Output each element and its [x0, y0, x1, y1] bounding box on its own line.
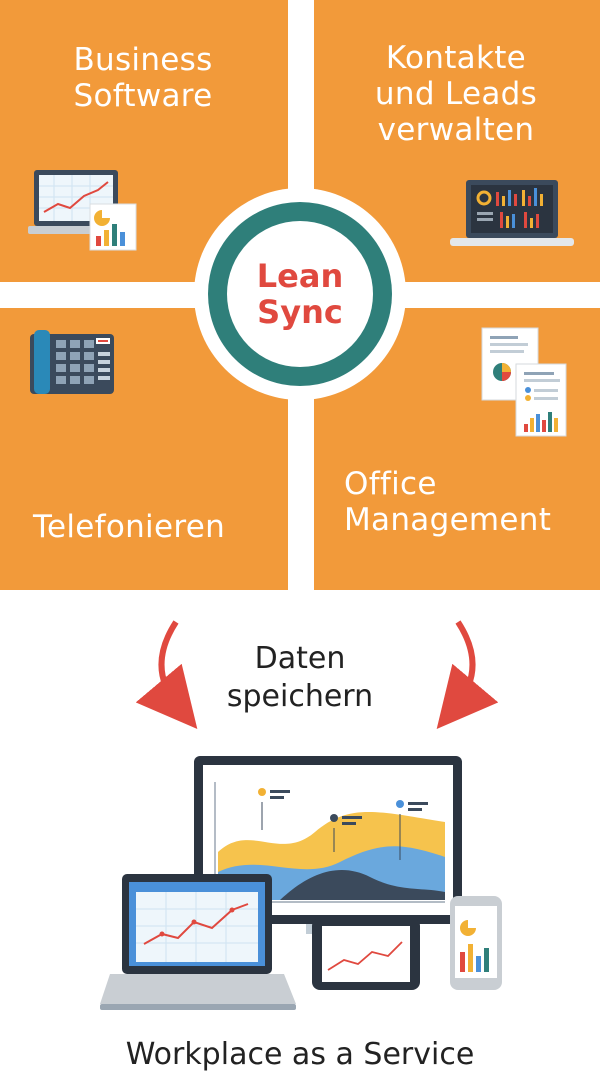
- label-kontakte-leads: Kontakte und Leads verwalten: [360, 40, 552, 148]
- label-line: speichern: [226, 679, 374, 714]
- footer-title: Workplace as a Service: [125, 1037, 475, 1072]
- label-telefonieren: Telefonieren: [33, 509, 225, 545]
- label-line: Office: [344, 466, 437, 502]
- label-line: Kontakte: [385, 40, 527, 76]
- dashboard-laptop-icon: [450, 180, 574, 246]
- label-line: Daten: [254, 641, 346, 676]
- desk-phone-icon: [30, 330, 114, 394]
- data-storage-label: Daten speichern: [200, 640, 400, 716]
- hub-label-line1: Lean: [256, 257, 344, 295]
- laptop-chart-icon: [28, 170, 137, 251]
- label-line: Management: [344, 502, 552, 538]
- reports-documents-icon: [481, 327, 567, 437]
- devices-illustration-icon: [100, 756, 502, 1010]
- hub-inner-circle: [227, 221, 373, 367]
- label-business-software: Business Software: [58, 42, 228, 114]
- label-office-management: Office Management: [344, 466, 551, 538]
- label-line: Business: [73, 42, 213, 78]
- label-line: Telefonieren: [33, 509, 226, 545]
- label-line: Software: [73, 78, 213, 114]
- arrow-right: [436, 620, 499, 729]
- label-line: und Leads: [374, 76, 538, 112]
- hub-label-line2: Sync: [257, 293, 343, 331]
- label-line: verwalten: [377, 112, 535, 148]
- arrow-left: [135, 620, 198, 729]
